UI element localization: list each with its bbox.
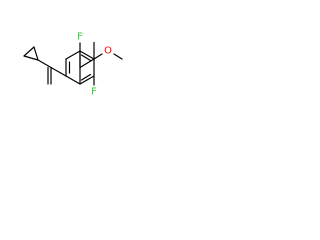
cyclopropyl-bond-1 [23,55,39,61]
bond-o-methyl [113,53,123,60]
bond-vinyl-cyclopropyl [37,59,52,69]
ring-bond-c2-c3 [79,58,95,69]
ring-bond-right-bottom [79,75,95,85]
bond-ring-vinyl [50,66,67,77]
ring-bond-bottom-left [65,75,81,85]
atom-oxygen: O [104,46,112,57]
ring-bond-top-right [79,50,95,60]
ring-bond-left-top [65,50,81,60]
ring-double-bond-1 [80,54,92,62]
molecule-structure: F O F [23,32,123,98]
cyclopropyl-bond-2 [23,46,35,57]
atom-fluorine-bottom: F [91,87,97,98]
ring-double-bond-2 [80,73,92,81]
atom-fluorine-top: F [77,32,83,43]
cyclopropyl-bond-3 [33,46,39,61]
ring-frame [65,50,95,85]
benzene-ring [79,41,95,85]
bond-c-o [93,53,103,60]
cyclopropyl-ring [23,46,39,61]
